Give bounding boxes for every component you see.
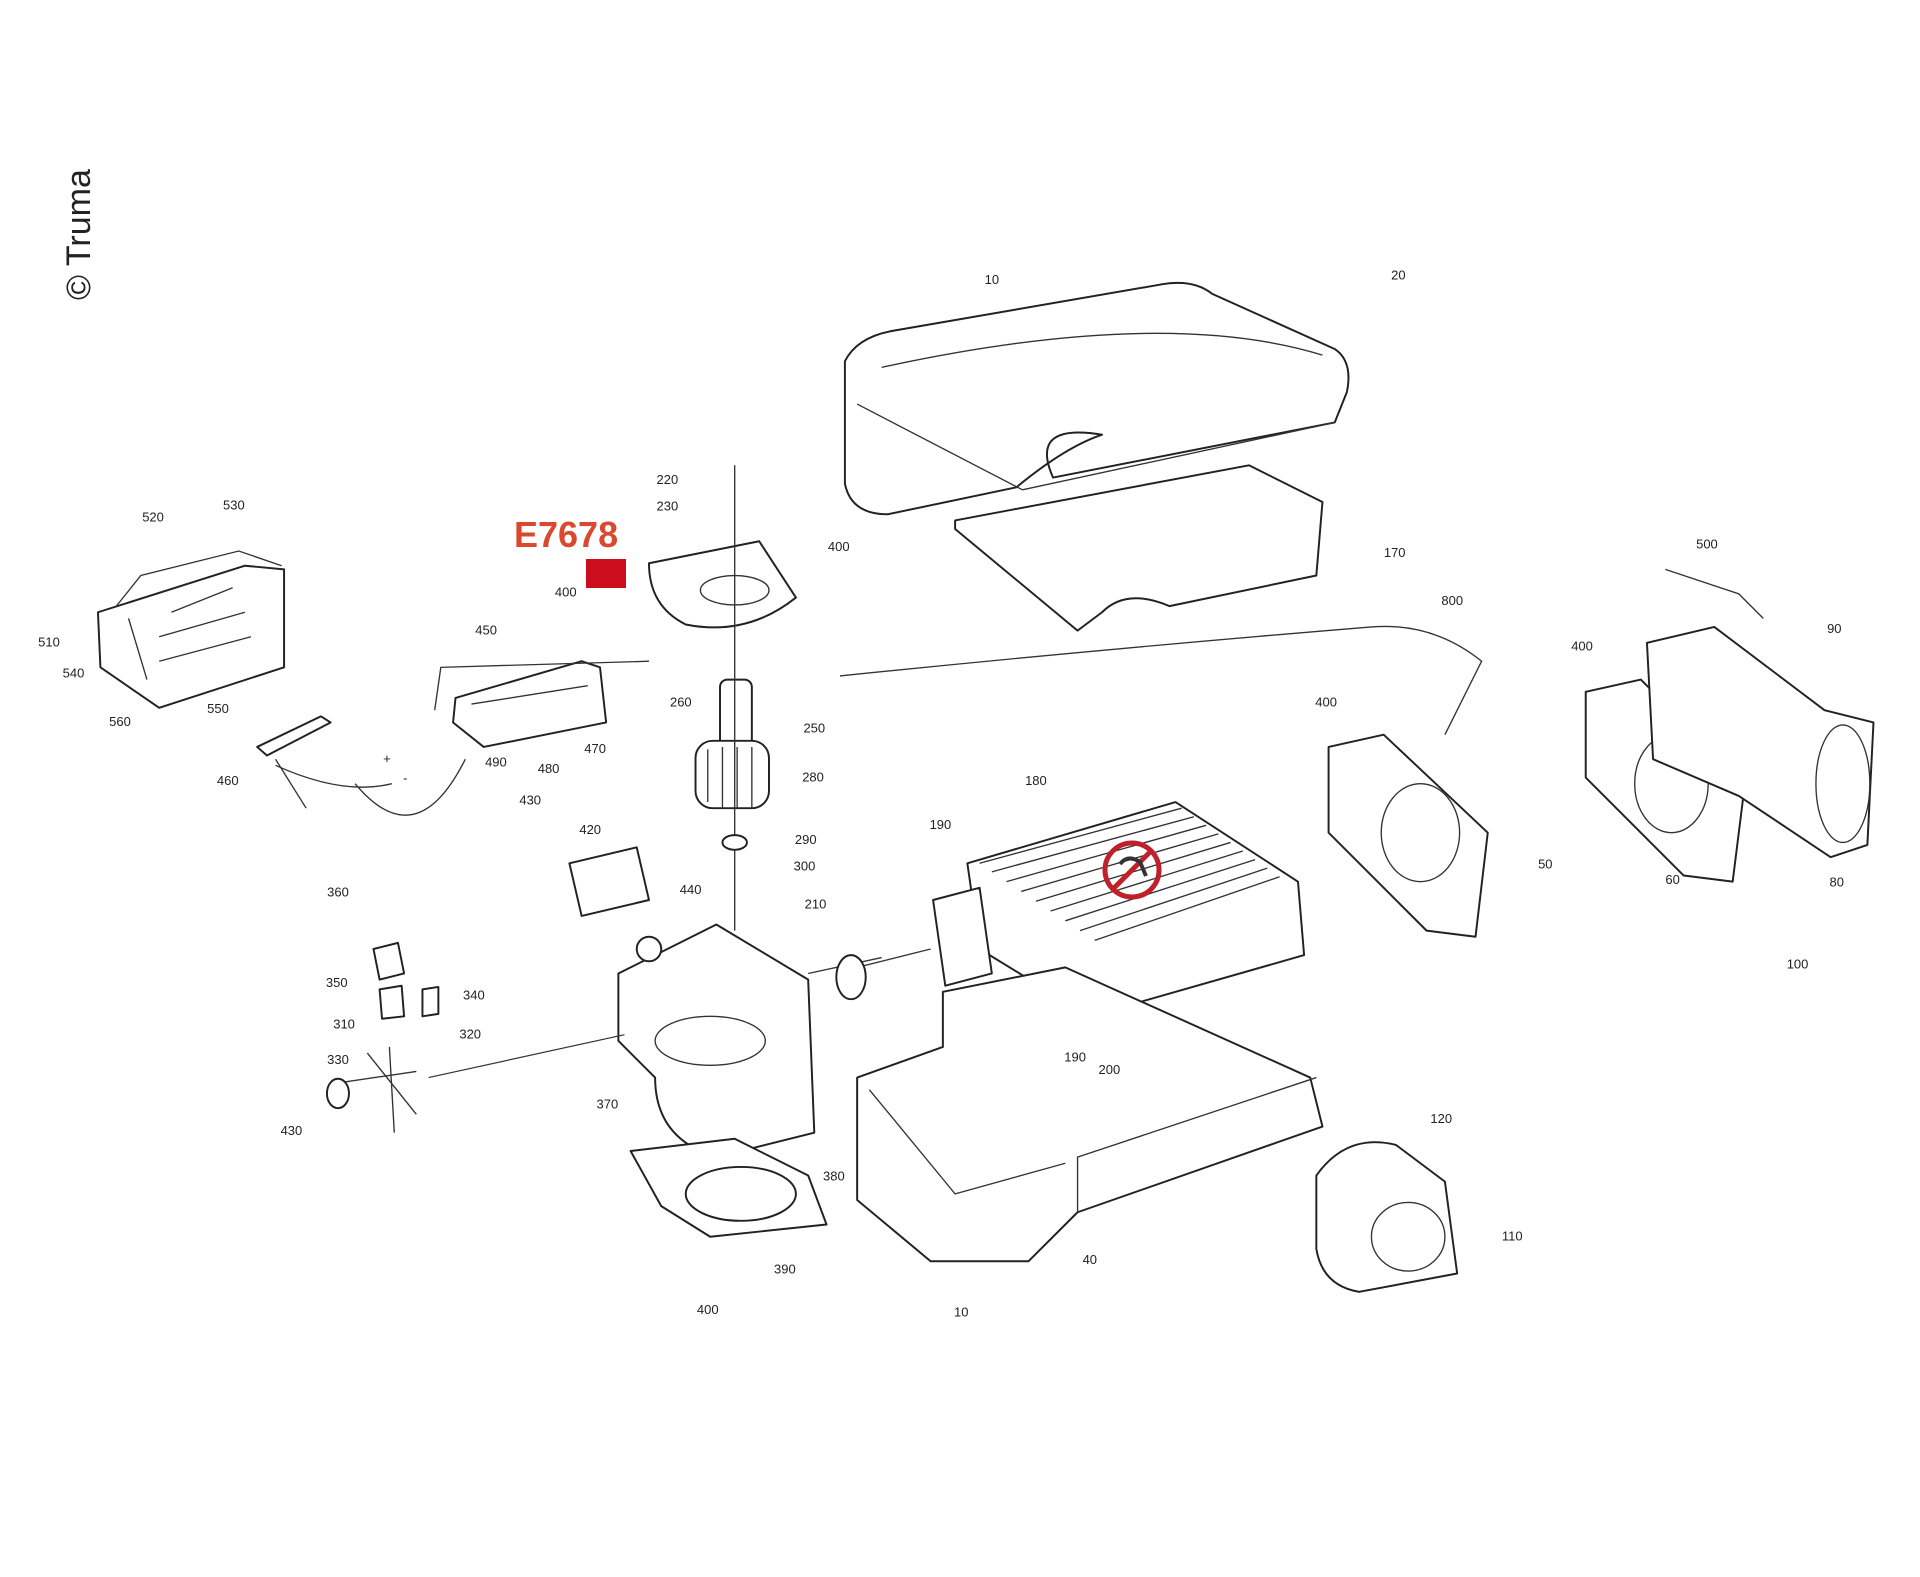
part-number-label: 560 (109, 714, 131, 729)
part-number-label: 490 (485, 755, 507, 770)
part-number-label: 190 (1064, 1050, 1086, 1065)
control-box-part (96, 564, 286, 709)
part-number-label: 280 (802, 769, 824, 784)
part-number-label: 60 (1665, 872, 1679, 887)
part-number-label: 340 (463, 987, 485, 1002)
frame-60-part (1584, 678, 1746, 883)
part-number-label: 430 (281, 1123, 303, 1138)
part-number-label: 550 (207, 701, 229, 716)
part-number-label: 400 (555, 584, 577, 599)
blower-housing-part (617, 923, 816, 1159)
part-number-label: 360 (327, 884, 349, 899)
part-number-label: 250 (803, 720, 825, 735)
part-number-label: 420 (579, 822, 601, 837)
circuit-board-part (452, 660, 608, 748)
part-number-label: 300 (794, 859, 816, 874)
fan-wheel-part (694, 739, 770, 810)
part-number-label: 460 (217, 773, 239, 788)
part-number-label: 430 (519, 793, 541, 808)
part-number-label: 220 (657, 472, 679, 487)
part-number-label: 120 (1430, 1111, 1452, 1126)
part-number-label: 200 (1099, 1062, 1121, 1077)
part-number-label: 400 (1571, 638, 1593, 653)
part-number-label: - (403, 771, 407, 786)
part-number-label: 190 (930, 817, 952, 832)
part-number-label: 400 (697, 1302, 719, 1317)
part-number-label: 520 (142, 510, 164, 525)
part-number-label: 330 (327, 1052, 349, 1067)
part-number-label: 100 (1787, 957, 1809, 972)
part-number-label: 440 (680, 882, 702, 897)
part-number-label: 260 (670, 695, 692, 710)
part-number-label: 370 (597, 1096, 619, 1111)
part-number-label: 20 (1391, 267, 1405, 282)
part-number-label: 170 (1384, 545, 1406, 560)
part-number-label: 110 (1502, 1229, 1523, 1244)
highlighted-part-marker[interactable] (586, 559, 626, 588)
frame-50-part (1327, 733, 1489, 938)
part-number-label: 40 (1083, 1252, 1097, 1267)
part-number-label: 10 (954, 1304, 968, 1319)
part-number-label: 350 (326, 975, 348, 990)
part-number-label: 500 (1696, 537, 1718, 552)
part-number-label: 80 (1830, 875, 1844, 890)
part-number-label: 380 (823, 1169, 845, 1184)
part-number-label: 310 (333, 1017, 355, 1032)
part-number-label: 540 (63, 665, 85, 680)
tray-part (954, 464, 1324, 632)
part-number-label: 180 (1025, 773, 1047, 788)
part-number-label: 530 (223, 497, 245, 512)
part-number-label: 390 (774, 1262, 796, 1277)
part-number-label: 400 (1315, 695, 1337, 710)
part-number-label: 510 (38, 635, 60, 650)
part-number-label: 480 (538, 761, 560, 776)
fan-plate-part (648, 540, 797, 629)
part-number-label: 90 (1827, 621, 1841, 636)
part-number-label: 10 (985, 272, 999, 287)
highlighted-part-code: E7678 (514, 514, 619, 555)
part-number-label: 320 (459, 1026, 481, 1041)
no-service-icon (1102, 840, 1162, 900)
part-number-label: 290 (795, 832, 817, 847)
elbow-part (1315, 1141, 1459, 1293)
part-number-label: 230 (657, 499, 679, 514)
part-number-label: 210 (805, 897, 827, 912)
base-housing-part (856, 966, 1324, 1263)
part-number-label: 450 (475, 622, 497, 637)
part-number-label: 400 (828, 539, 850, 554)
part-number-label: 800 (1441, 593, 1463, 608)
part-number-label: 470 (584, 741, 606, 756)
part-number-label: 50 (1538, 856, 1552, 871)
copyright-text: © Truma (60, 169, 98, 300)
part-number-label: + (383, 751, 391, 766)
